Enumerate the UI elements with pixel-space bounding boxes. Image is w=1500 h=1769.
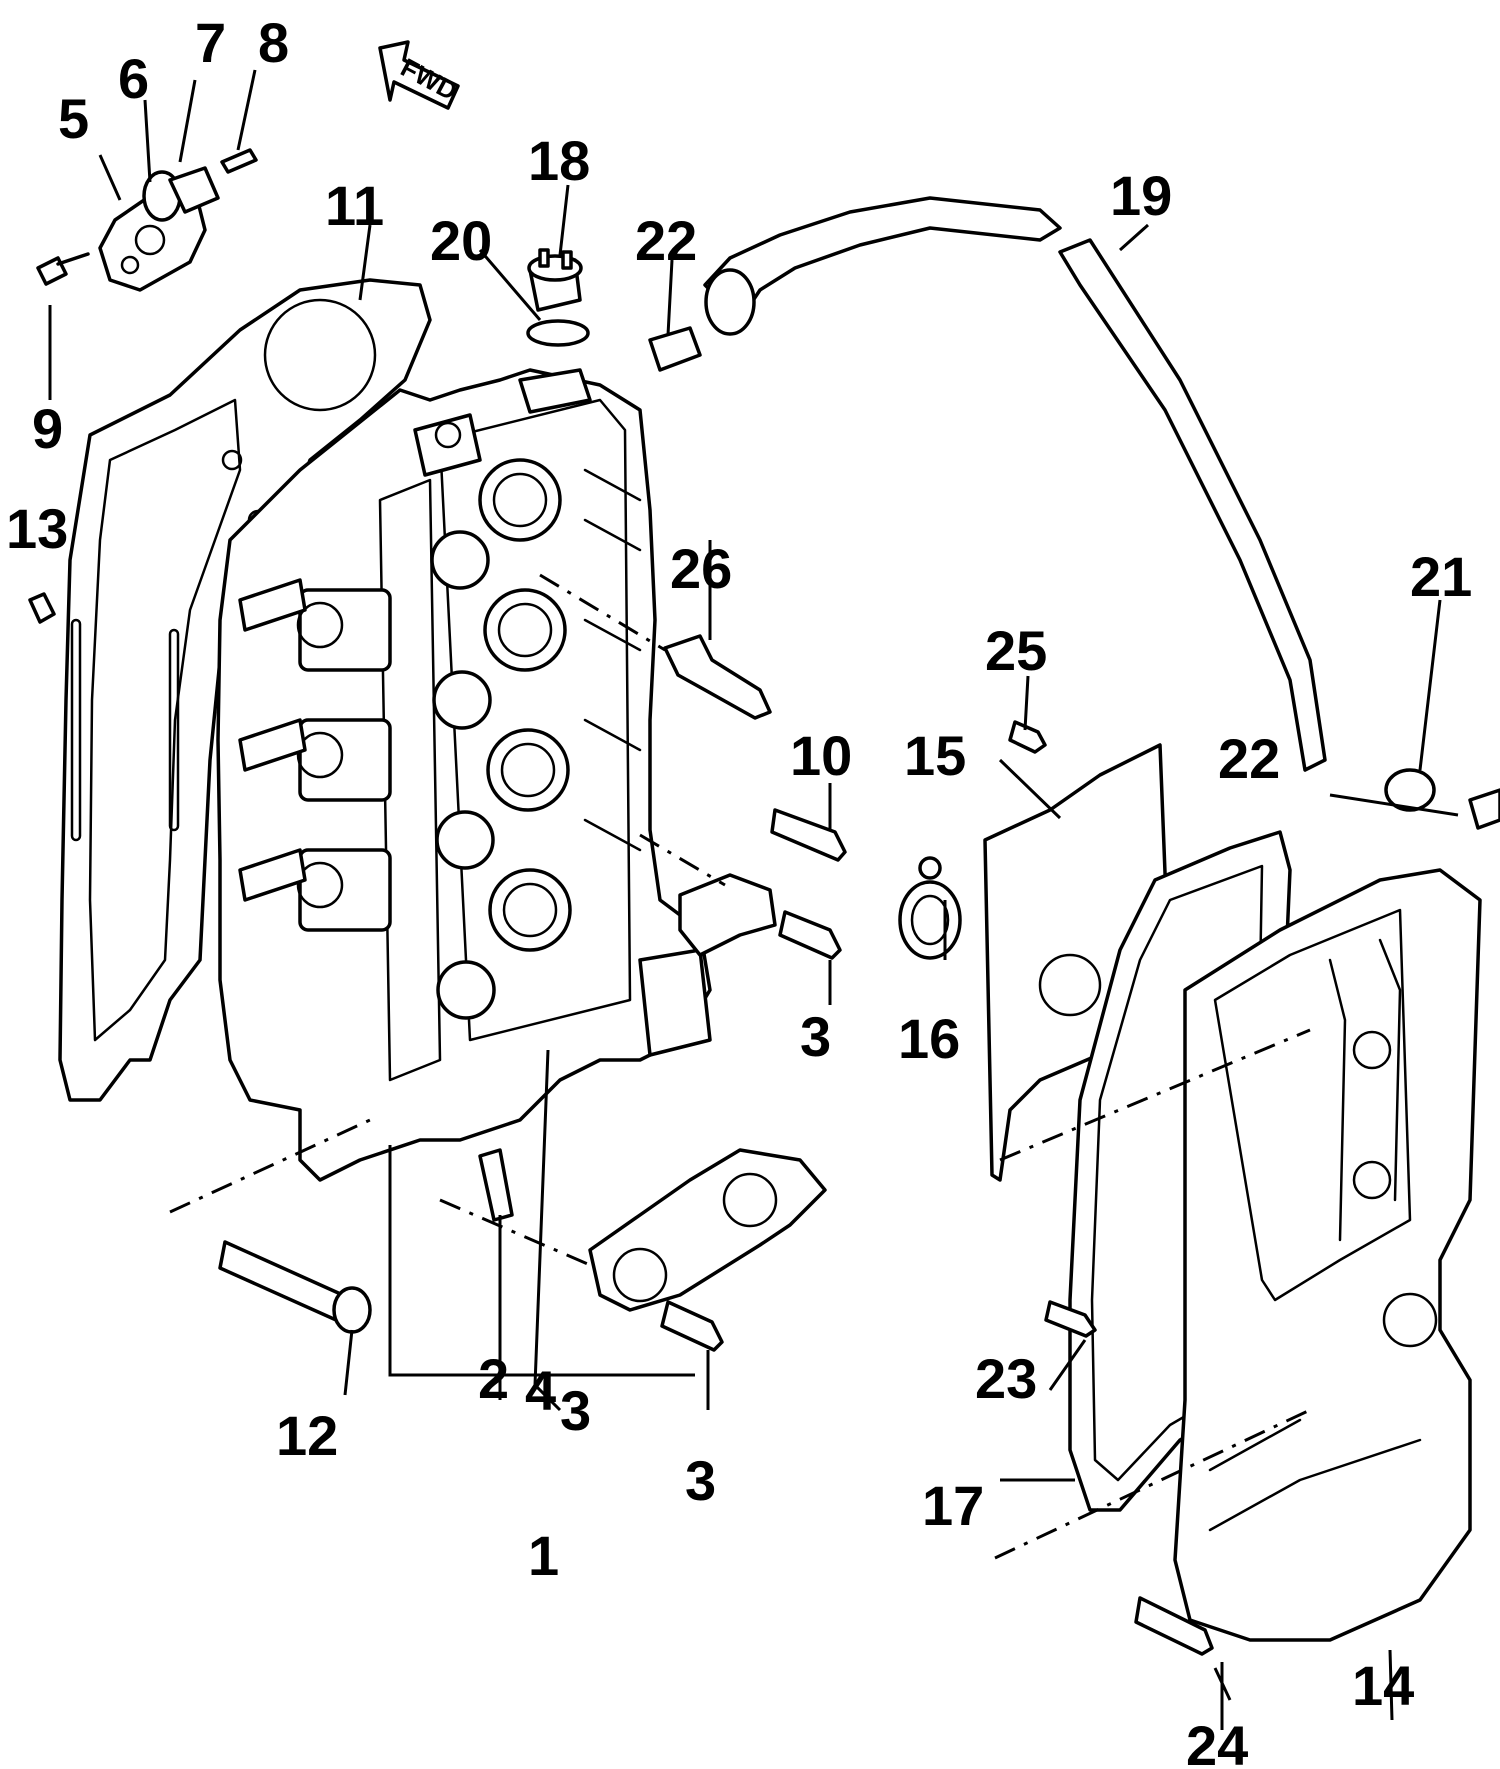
callout: 3 [800,1005,831,1068]
callout-labels: 1 2 3 3 3 4 5 6 7 8 9 10 11 12 13 14 15 … [6,11,1472,1769]
water-hose [703,196,1436,812]
callout: 24 [1186,1714,1248,1769]
o-ring [526,319,590,347]
callout: 3 [685,1449,716,1512]
anode-cap [527,248,583,312]
callout: 5 [58,87,89,150]
callout: 23 [975,1347,1037,1410]
callout: 22 [1218,727,1280,790]
spark-plug [663,634,772,720]
callout: 14 [1352,1654,1414,1717]
callout: 1 [528,1524,559,1587]
grommet [898,856,962,960]
bracket [678,873,777,957]
hose-clamp [1468,788,1500,830]
cylinder-head [216,368,712,1182]
callout: 10 [790,724,852,787]
bolt [1044,1300,1097,1338]
callout: 16 [898,1007,960,1070]
callout: 25 [985,619,1047,682]
callout: 26 [670,537,732,600]
callout: 7 [195,11,226,74]
callout: 3 [560,1379,591,1442]
callout: 15 [904,724,966,787]
bolt [660,1300,724,1352]
dowel [478,1148,514,1222]
callout: 9 [32,397,63,460]
thermostat [168,166,220,214]
bolt [770,808,847,862]
callout: 12 [276,1404,338,1467]
callout: 13 [6,497,68,560]
cover-bolt [36,252,90,286]
bolt [1008,720,1047,754]
callout: 22 [635,209,697,272]
callout: 20 [430,209,492,272]
thermostat-bolt [220,148,258,174]
callout: 8 [258,11,289,74]
callout: 11 [325,174,384,237]
callout: 2 [478,1347,509,1410]
dowel-pin [28,592,56,624]
cylinder-head-cover [1173,868,1482,1642]
callout: 4 [525,1359,556,1422]
callout: 17 [922,1474,984,1537]
bolt [778,910,842,960]
callout: 18 [528,129,590,192]
callout: 19 [1110,164,1172,227]
fwd-arrow-icon: FWD [378,40,462,110]
long-bolt [218,1240,354,1326]
callout: 6 [118,47,149,110]
bolt [1134,1596,1214,1656]
hose-clamp [648,326,702,372]
intake-clamp [588,1148,827,1312]
callout: 21 [1410,545,1472,608]
